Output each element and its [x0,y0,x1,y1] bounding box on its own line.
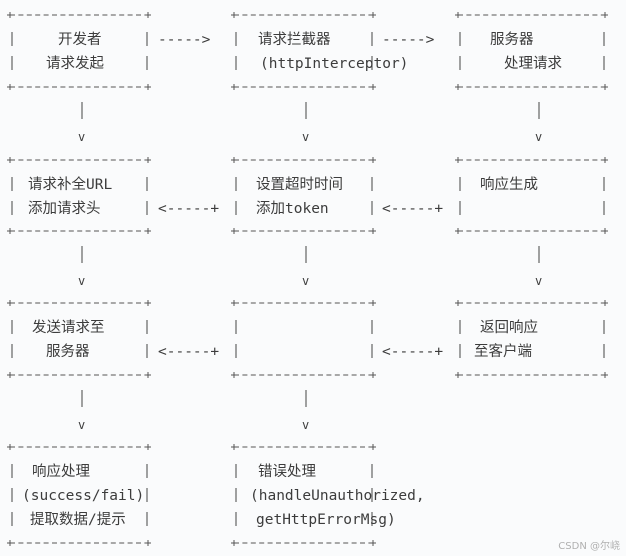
box-error-handling-line-2: (handleUnauthorized, [250,488,425,504]
down-arrow-head: v [302,274,310,288]
box-empty-middle [231,300,376,378]
box-server-line-1: 服务器 [490,31,534,48]
box-error-handling-line-3: getHttpErrorMsg) [256,512,396,528]
box-timeout-token [231,157,376,234]
box-response-gen [455,157,608,234]
flow-arrows: -----> -----> <-----+ <-----+ <-----+ <-----+… [78,32,543,432]
box-borders [7,12,608,546]
box-timeout-token-line-1: 设置超时时间 [256,176,343,193]
box-response-gen-line-1: 响应生成 [480,175,538,193]
box-developer-line-1: 开发者 [58,31,102,48]
down-arrow-head: v [78,130,86,144]
arrow-response-to-token: <-----+ [382,201,443,217]
arrow-middle-to-send: <-----+ [158,344,219,360]
arrow-token-to-url: <-----+ [158,201,219,217]
box-send-to-server-line-2: 服务器 [46,343,90,360]
box-developer-line-2: 请求发起 [46,55,104,72]
box-interceptor [231,12,376,90]
box-return-response-line-1: 返回响应 [480,318,538,336]
box-return-response [455,300,608,378]
box-interceptor-line-1: 请求拦截器 [258,31,331,48]
down-arrow-head: v [78,274,86,288]
arrow-developer-to-interceptor: -----> [158,32,211,48]
box-response-handling-line-2: (success/fail) [22,488,144,504]
box-timeout-token-line-2: 添加token [256,200,329,217]
box-send-to-server [7,300,151,378]
watermark: CSDN @尔峣 [558,541,620,552]
box-return-response-line-2: 至客户端 [474,343,532,360]
box-error-handling [231,444,376,546]
box-response-handling-line-3: 提取数据/提示 [30,511,126,528]
box-response-handling [7,444,151,546]
box-developer [7,12,151,90]
arrow-interceptor-to-server: -----> [382,32,435,48]
box-error-handling-line-1: 错误处理 [258,463,316,480]
box-labels: 开发者请求发起请求拦截器(httpInterceptor)服务器处理请求请求补全… [22,31,562,528]
down-arrow-head: v [302,130,310,144]
box-server [455,12,608,90]
down-arrow-head: v [535,274,543,288]
box-server-line-2: 处理请求 [504,55,562,72]
box-complete-url-line-1: 请求补全URL [28,175,112,193]
box-interceptor-line-2: (httpInterceptor) [260,56,408,72]
box-send-to-server-line-1: 发送请求至 [32,319,105,336]
box-complete-url [7,157,151,234]
box-complete-url-line-2: 添加请求头 [28,200,101,217]
down-arrow-head: v [78,418,86,432]
arrow-return-to-middle: <-----+ [382,344,443,360]
down-arrow-head: v [302,418,310,432]
down-arrow-head: v [535,130,543,144]
box-response-handling-line-1: 响应处理 [32,462,90,480]
